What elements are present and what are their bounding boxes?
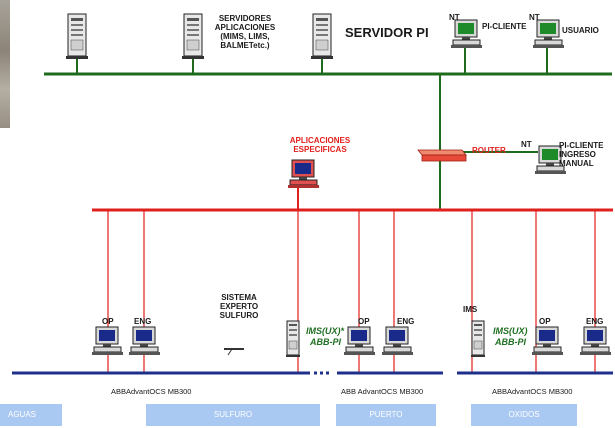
label-line: SISTEMA [221, 293, 257, 302]
nt-label-1: NT [449, 13, 460, 22]
bus-label-2: ABB AdvantOCS MB300 [341, 387, 424, 396]
pi-cliente-ingreso-label: PI-CLIENTE INGRESO MANUAL [559, 141, 603, 168]
abb-pi-label-2: ABB-PI [495, 337, 526, 347]
op-label-2: OP [358, 317, 370, 326]
eng-label-3: ENG [586, 317, 604, 326]
workstation-icon [579, 326, 612, 356]
server-tower-icon [470, 320, 486, 358]
label-line: EXPERTO [219, 302, 259, 311]
usuario-label: USUARIO [562, 26, 599, 35]
label-line: ESPECIFICAS [293, 145, 347, 154]
label-line: APLICACIONES [214, 23, 276, 32]
label-line: MANUAL [559, 159, 594, 168]
terminal-icon [224, 348, 244, 356]
router-icon [417, 149, 467, 162]
workstation-icon [91, 326, 124, 356]
ims-ux-label-2: IMS(UX) [493, 326, 528, 336]
nt-label-2: NT [529, 13, 540, 22]
eng-label-1: ENG [134, 317, 152, 326]
workstation-icon [287, 159, 320, 189]
sistema-experto-label: SISTEMA EXPERTO SULFURO [214, 293, 264, 320]
server-tower-icon [285, 320, 301, 358]
servidores-aplicaciones-label: SERVIDORES APLICACIONES (MIMS, LIMS, BAL… [210, 14, 280, 50]
op-label-1: OP [102, 317, 114, 326]
eng-label-2: ENG [397, 317, 415, 326]
workstation-icon [532, 19, 565, 49]
workstation-icon [531, 326, 564, 356]
area-sulfuro: SULFURO [146, 404, 320, 426]
workstation-icon [450, 19, 483, 49]
label-line: BALMETetc.) [220, 41, 270, 50]
label-line: INGRESO [559, 150, 596, 159]
router-label: ROUTER [472, 146, 506, 155]
label-line: APLICACIONES [289, 136, 351, 145]
photo-strip [0, 0, 10, 128]
abb-pi-label-1: ABB-PI [310, 337, 341, 347]
area-oxidos: OXIDOS [471, 404, 577, 426]
label-line: SERVIDORES [218, 14, 272, 23]
label-line: SULFURO [219, 311, 259, 320]
pi-cliente-label: PI-CLIENTE [482, 22, 527, 31]
label-line: (MIMS, LIMS, [220, 32, 270, 41]
workstation-icon [128, 326, 161, 356]
bus-label-3: ABBAdvantOCS MB300 [492, 387, 573, 396]
ims-ux-label-1: IMS(UX)* [306, 326, 344, 336]
op-label-3: OP [539, 317, 551, 326]
server-tower-icon [310, 13, 334, 60]
server-tower-icon [65, 13, 89, 60]
area-aguas: AGUAS [0, 404, 62, 426]
area-puerto: PUERTO [336, 404, 436, 426]
workstation-icon [381, 326, 414, 356]
ims-label: IMS [463, 305, 478, 314]
workstation-icon [343, 326, 376, 356]
servidor-pi-label: SERVIDOR PI [345, 25, 429, 40]
nt-label-3: NT [521, 140, 532, 149]
aplicaciones-especificas-label: APLICACIONES ESPECIFICAS [282, 136, 358, 154]
server-tower-icon [181, 13, 205, 60]
label-line: PI-CLIENTE [559, 141, 604, 150]
bus-label-1: ABBAdvantOCS MB300 [111, 387, 192, 396]
